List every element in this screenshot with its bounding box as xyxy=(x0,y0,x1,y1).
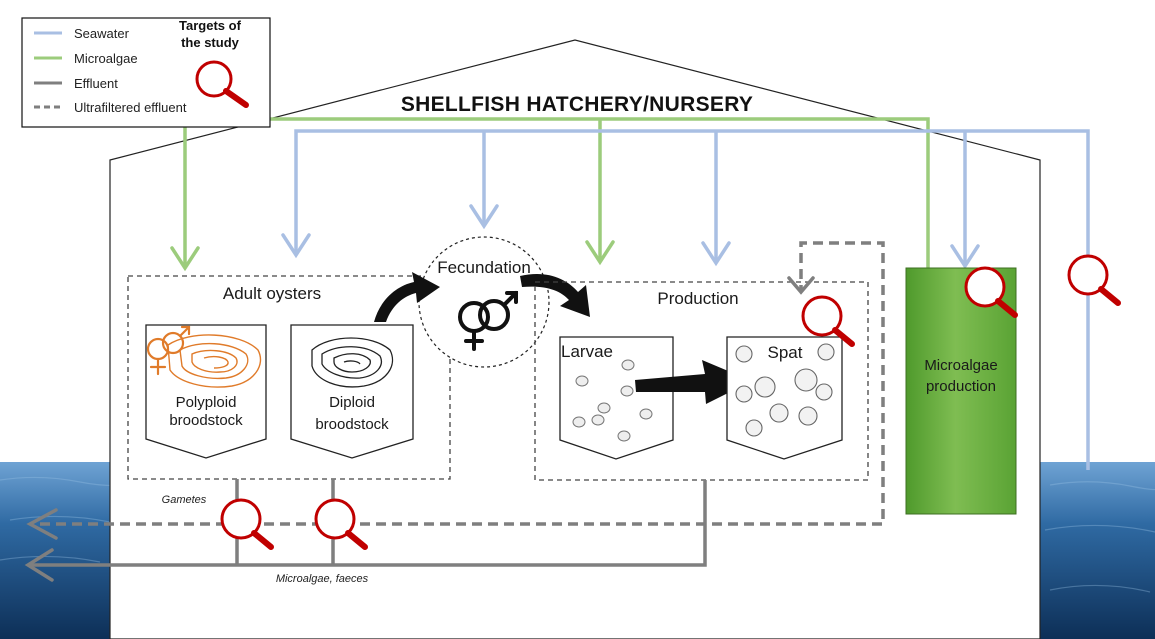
male-female-symbol-icon xyxy=(458,291,518,351)
legend-magnifier-icon xyxy=(195,60,249,108)
seawater-arrowheads xyxy=(281,204,980,270)
larvae-icons xyxy=(572,359,653,442)
target-magnifier-icon-faeces xyxy=(314,498,368,550)
production-box xyxy=(534,281,869,481)
ultrafiltered-effluent-lines xyxy=(40,241,885,526)
microalgae-production-tank xyxy=(905,267,1017,515)
polyploid-symbol-icon xyxy=(146,325,191,376)
larvae-label: Larvae xyxy=(561,342,613,361)
adult-oysters-box xyxy=(127,275,451,480)
target-magnifier-icon-seawater xyxy=(1067,254,1121,306)
polyploid-oyster-icon xyxy=(167,334,262,388)
fecundation-circle xyxy=(418,236,550,368)
microalgae-production-line2: production xyxy=(926,378,996,395)
microalgae-faeces-label: Microalgae, faeces xyxy=(276,573,369,585)
larvae-to-spat-arrow xyxy=(635,360,752,404)
polyploid-label-line2: broodstock xyxy=(169,412,243,429)
diploid-label-line1: Diploid xyxy=(329,394,375,411)
diploid-label-line2: broodstock xyxy=(315,416,389,433)
target-magnifier-icon-microalgae xyxy=(964,266,1018,318)
legend-item-ultrafiltered: Ultrafiltered effluent xyxy=(74,100,187,115)
seawater-lines xyxy=(294,129,1090,470)
target-magnifier-icon-gametes xyxy=(220,498,274,550)
spat-icons xyxy=(735,343,835,437)
legend-item-seawater: Seawater xyxy=(74,26,130,41)
legend-targets-line2: the study xyxy=(181,35,240,50)
flow-arrows-black xyxy=(374,272,590,322)
fecundation-label: Fecundation xyxy=(437,258,531,277)
ultrafiltered-arrowheads xyxy=(26,276,815,540)
microalgae-lines xyxy=(183,117,930,268)
polyploid-label-line1: Polyploid xyxy=(176,394,237,411)
production-label: Production xyxy=(657,289,738,308)
adult-oysters-label: Adult oysters xyxy=(223,284,321,303)
larvae-panel xyxy=(559,336,674,460)
effluent-arrowhead xyxy=(24,548,54,582)
legend-targets-line1: Targets of xyxy=(179,18,242,33)
diploid-broodstock-panel xyxy=(290,324,414,459)
diagram-title: SHELLFISH HATCHERY/NURSERY xyxy=(401,93,753,116)
legend-item-effluent: Effluent xyxy=(74,76,118,91)
legend-item-microalgae: Microalgae xyxy=(74,51,138,66)
legend-swatches xyxy=(34,31,62,109)
spat-label: Spat xyxy=(768,343,803,362)
microalgae-arrowheads xyxy=(170,240,615,272)
diploid-oyster-icon xyxy=(311,337,394,388)
microalgae-production-line1: Microalgae xyxy=(924,357,997,374)
gametes-label: Gametes xyxy=(162,494,207,506)
target-magnifier-icon-production xyxy=(801,295,855,347)
